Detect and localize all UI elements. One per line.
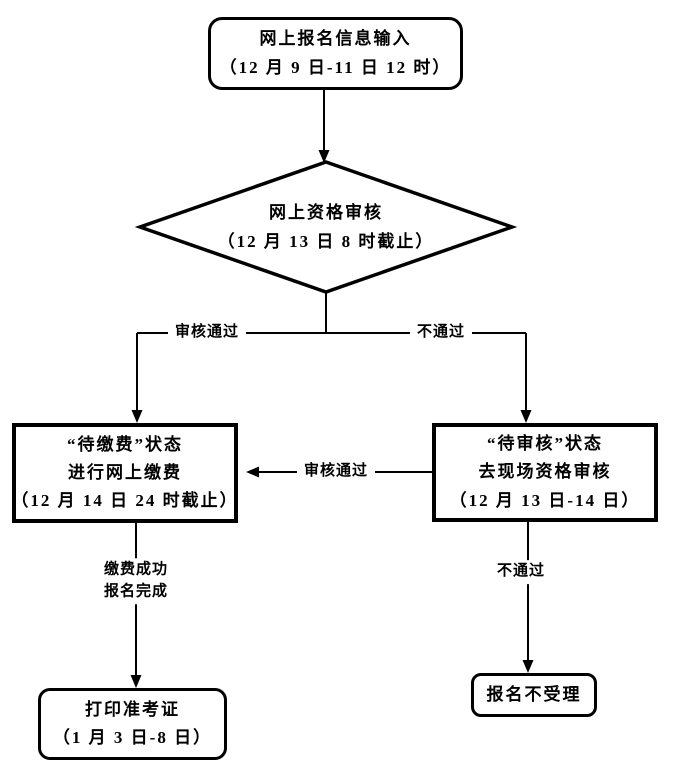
start-node: 网上报名信息输入 （12 月 9 日-11 日 12 时） [208, 17, 463, 90]
print-node-date: （1 月 3 日-8 日） [52, 728, 213, 747]
start-node-title: 网上报名信息输入 [259, 29, 412, 49]
pay-node: “待缴费”状态 进行网上缴费 （12 月 14 日 24 时截止） [11, 423, 239, 523]
edge-label-review-pass: 审核通过 [167, 321, 247, 345]
pay-node-action: 进行网上缴费 [68, 462, 182, 482]
edge-label-pay-success-line2: 报名完成 [103, 583, 169, 599]
print-node-title: 打印准考证 [85, 699, 180, 719]
onsite-node-date: （12 月 13 日-14 日） [449, 490, 641, 510]
reject-node: 报名不受理 [471, 673, 597, 717]
start-node-date: （12 月 9 日-11 日 12 时） [219, 57, 452, 77]
decision-node-online-review: 网上资格审核 （12 月 13 日 8 时截止） [196, 192, 456, 264]
onsite-review-node: “待审核”状态 去现场资格审核 （12 月 13 日-14 日） [432, 423, 658, 522]
edge-label-review-fail: 不通过 [409, 321, 473, 345]
decision-node-title: 网上资格审核 [269, 203, 383, 223]
edge-label-onsite-fail: 不通过 [489, 560, 553, 584]
pay-node-status: “待缴费”状态 [67, 434, 183, 454]
onsite-node-action: 去现场资格审核 [478, 462, 612, 482]
edge-label-pay-success-line1: 缴费成功 [103, 561, 169, 578]
decision-node-date: （12 月 13 日 8 时截止） [217, 232, 435, 251]
onsite-node-status: “待审核”状态 [487, 434, 603, 454]
edge-label-onsite-pass: 审核通过 [296, 460, 376, 484]
pay-node-date: （12 月 14 日 24 时截止） [11, 491, 239, 511]
reject-node-title: 报名不受理 [486, 684, 582, 704]
edge-label-pay-success: 缴费成功 报名完成 [96, 558, 176, 604]
print-ticket-node: 打印准考证 （1 月 3 日-8 日） [38, 688, 227, 760]
